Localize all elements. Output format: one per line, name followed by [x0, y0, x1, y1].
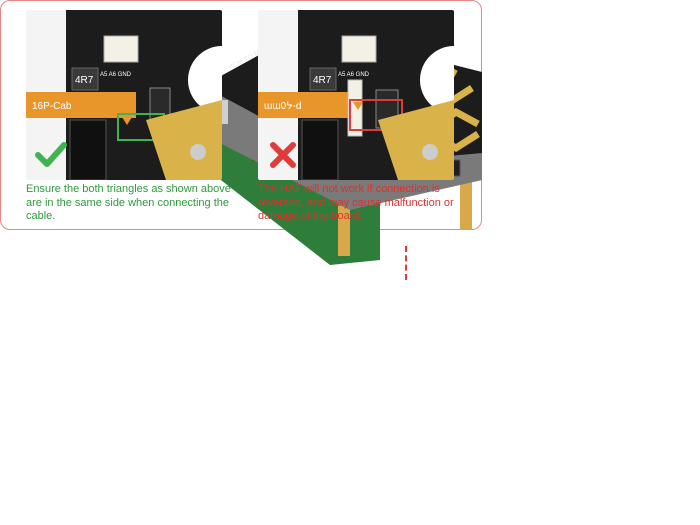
standoff-right [460, 170, 472, 230]
correct-connection-panel: 16P-Cab A5 A6 GND 4R7 [26, 10, 222, 180]
svg-text:4R7: 4R7 [75, 75, 94, 86]
correct-caption: Ensure the both triangles as shown above… [26, 183, 231, 222]
svg-text:A5 A6 GND: A5 A6 GND [338, 72, 370, 78]
check-icon [35, 142, 67, 167]
svg-text:16P-Cab: 16P-Cab [32, 101, 72, 112]
wrong-board-closeup: ɯɯ0ᔭ-d A5 A6 GND 4R7 [258, 10, 454, 180]
correct-board-closeup: 16P-Cab A5 A6 GND 4R7 [26, 10, 222, 180]
wrong-caption: The HAT will not work if connection is r… [258, 183, 454, 222]
cross-icon [270, 142, 296, 168]
svg-text:A5 A6 GND: A5 A6 GND [100, 72, 132, 78]
callout-connector-line [405, 246, 409, 280]
stack-side [210, 90, 482, 210]
wrong-connection-panel: ɯɯ0ᔭ-d A5 A6 GND 4R7 [258, 10, 454, 180]
svg-text:ɯɯ0ᔭ-d: ɯɯ0ᔭ-d [264, 101, 301, 112]
svg-text:4R7: 4R7 [313, 75, 332, 86]
standoff-left [338, 198, 350, 256]
